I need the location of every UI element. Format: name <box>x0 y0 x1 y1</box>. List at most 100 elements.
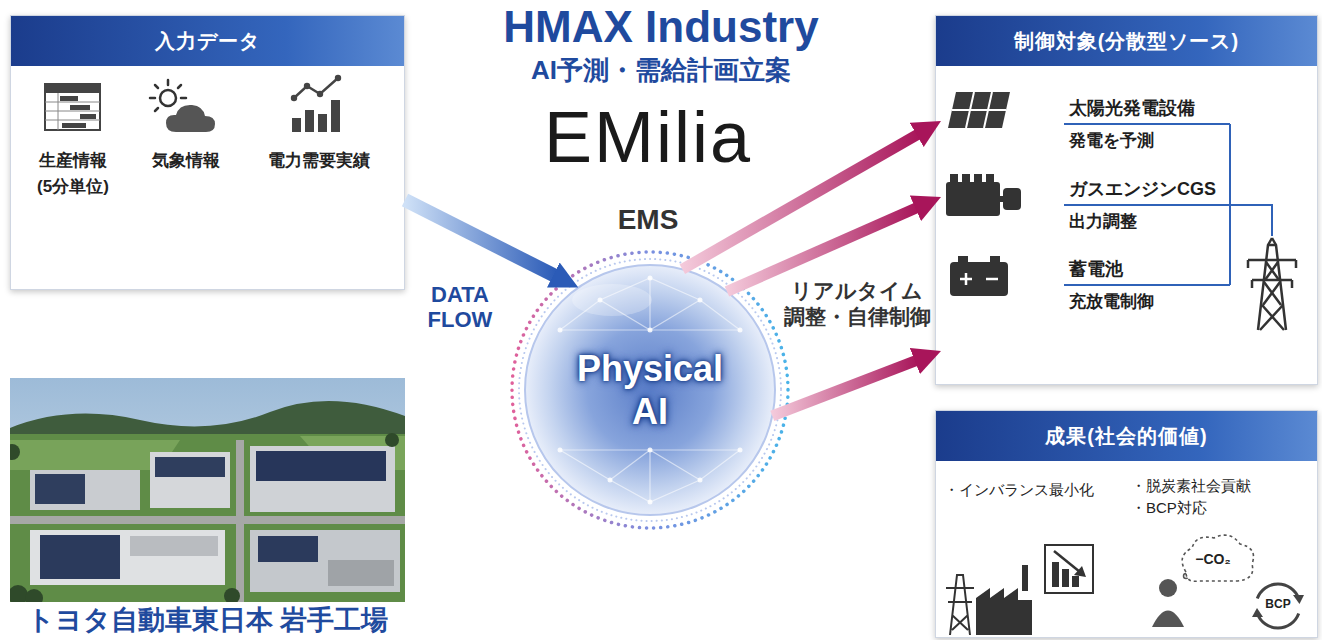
source-item: 太陽光発電設備発電を予測 <box>941 89 1231 161</box>
source-bus-lines <box>1064 124 1272 285</box>
input-item: 生産情報 (5分単位) <box>23 148 123 200</box>
grid-factory-icon <box>976 588 1032 635</box>
node-heading: 制御対象(分散型ソース) <box>936 16 1317 66</box>
transmission-tower-icon <box>1258 245 1286 330</box>
weather-icon <box>155 85 158 88</box>
node-heading: 気象情報 <box>131 148 241 174</box>
sphere-outline <box>526 266 774 514</box>
node-text: 充放電制御 <box>1069 291 1231 313</box>
input-item: 電力需要実績 <box>254 148 384 174</box>
factory-photo <box>10 444 20 460</box>
ai-sphere: Physical AI <box>525 265 775 515</box>
factory-photo <box>250 446 395 512</box>
power-demand-icon <box>318 114 327 132</box>
factory-photo <box>224 588 240 602</box>
weather-icon <box>181 97 186 100</box>
data-flow-arrow <box>405 200 557 277</box>
power-demand-icon <box>291 95 297 101</box>
grid-factory-icon <box>946 565 1032 635</box>
factory-photo-card: トヨタ自動車東日本 岩手工場 <box>10 378 405 640</box>
factory-photo <box>30 530 225 585</box>
control-arrow <box>682 133 920 269</box>
label-holder: DATA FLOW <box>412 282 508 333</box>
battery-icon <box>990 256 1000 262</box>
factory-photo <box>35 474 85 504</box>
transmission-tower-icon <box>1248 260 1296 280</box>
gas-engine-icon <box>962 174 970 182</box>
imbalance-chart-icon <box>1052 562 1079 587</box>
outcome-panel: 成果(社会的価値)・インバランス最小化・脱炭素社会貢献・BCP対応 <box>935 410 1318 638</box>
source-bus-lines <box>1064 123 1230 125</box>
gas-engine-icon <box>1003 188 1021 210</box>
power-demand-icon <box>335 75 341 81</box>
network-dots <box>598 298 603 303</box>
grid-factory-icon <box>946 575 974 635</box>
icon-label: −CO₂ <box>1178 551 1248 567</box>
physical-ai-sphere <box>525 265 775 515</box>
solar-panel-icon <box>948 92 1010 128</box>
network-lines <box>610 450 700 480</box>
network-lines <box>649 278 650 330</box>
node-heading: 蓄電池 <box>1069 258 1231 280</box>
imbalance-chart-icon <box>1045 545 1093 593</box>
factory-photo <box>150 452 230 508</box>
factory-photo <box>25 589 43 602</box>
product-subname: EMS <box>548 204 748 236</box>
source-item: ガスエンジンCGS出力調整 <box>941 171 1231 241</box>
production-icon <box>62 123 86 128</box>
battery-icon <box>958 256 968 262</box>
factory-photo <box>328 560 394 586</box>
factory-photo <box>258 536 318 562</box>
battery-icon <box>986 278 998 281</box>
transmission-tower-icon <box>1248 260 1296 288</box>
factory-photo <box>10 401 405 440</box>
co2-thought-icon <box>1184 574 1189 579</box>
bcp-cycle-icon <box>1257 614 1298 629</box>
solar-panel-icon <box>984 92 992 128</box>
factory-photo <box>10 440 180 470</box>
node-text: 発電を予測 <box>1069 130 1231 152</box>
bcp-cycle-icon <box>1252 584 1304 628</box>
label-holder: リアルタイム 調整・自律制御 <box>780 278 934 331</box>
factory-photo <box>10 378 405 602</box>
network-dots <box>558 448 563 453</box>
weather-icon <box>160 90 176 106</box>
production-icon <box>80 114 96 119</box>
weather-icon <box>150 80 215 132</box>
edge-label: リアルタイム 調整・自律制御 <box>780 278 934 331</box>
solar-panel-icon <box>948 92 1010 128</box>
sphere-outline <box>525 265 775 515</box>
production-icon <box>45 102 100 103</box>
label-holder: EMilia <box>448 96 848 179</box>
input-item: 気象情報 <box>131 148 241 174</box>
solar-panel-icon <box>966 92 974 128</box>
physical-ai-sphere <box>512 252 788 528</box>
source-bus-lines <box>1064 284 1230 286</box>
outcome-item: ・脱炭素社会貢献・BCP対応 <box>1131 475 1311 519</box>
factory-photo <box>155 457 225 477</box>
node-heading: ・脱炭素社会貢献 <box>1131 475 1311 497</box>
control-arrow <box>772 360 918 416</box>
gas-engine-icon <box>986 174 994 182</box>
power-demand-icon <box>291 75 341 101</box>
power-demand-icon <box>305 110 314 132</box>
power-demand-icon <box>317 91 323 97</box>
production-icon <box>45 93 100 130</box>
production-icon <box>45 84 100 130</box>
gas-engine-icon <box>950 174 958 182</box>
icon-label: BCP <box>1258 598 1298 612</box>
solar-panel-icon <box>952 92 1006 128</box>
factory-photo <box>385 433 399 447</box>
node-heading: 生産情報 (5分単位) <box>23 148 123 200</box>
product-logo: EMilia <box>448 96 848 179</box>
factory-photo <box>40 535 120 579</box>
weather-icon <box>166 105 215 132</box>
network-dots <box>648 276 653 281</box>
imbalance-chart-icon <box>1052 562 1059 587</box>
network-dots <box>558 276 743 505</box>
transmission-tower-icon <box>1268 238 1276 245</box>
weather-icon <box>155 108 158 111</box>
network-dots <box>698 478 703 483</box>
